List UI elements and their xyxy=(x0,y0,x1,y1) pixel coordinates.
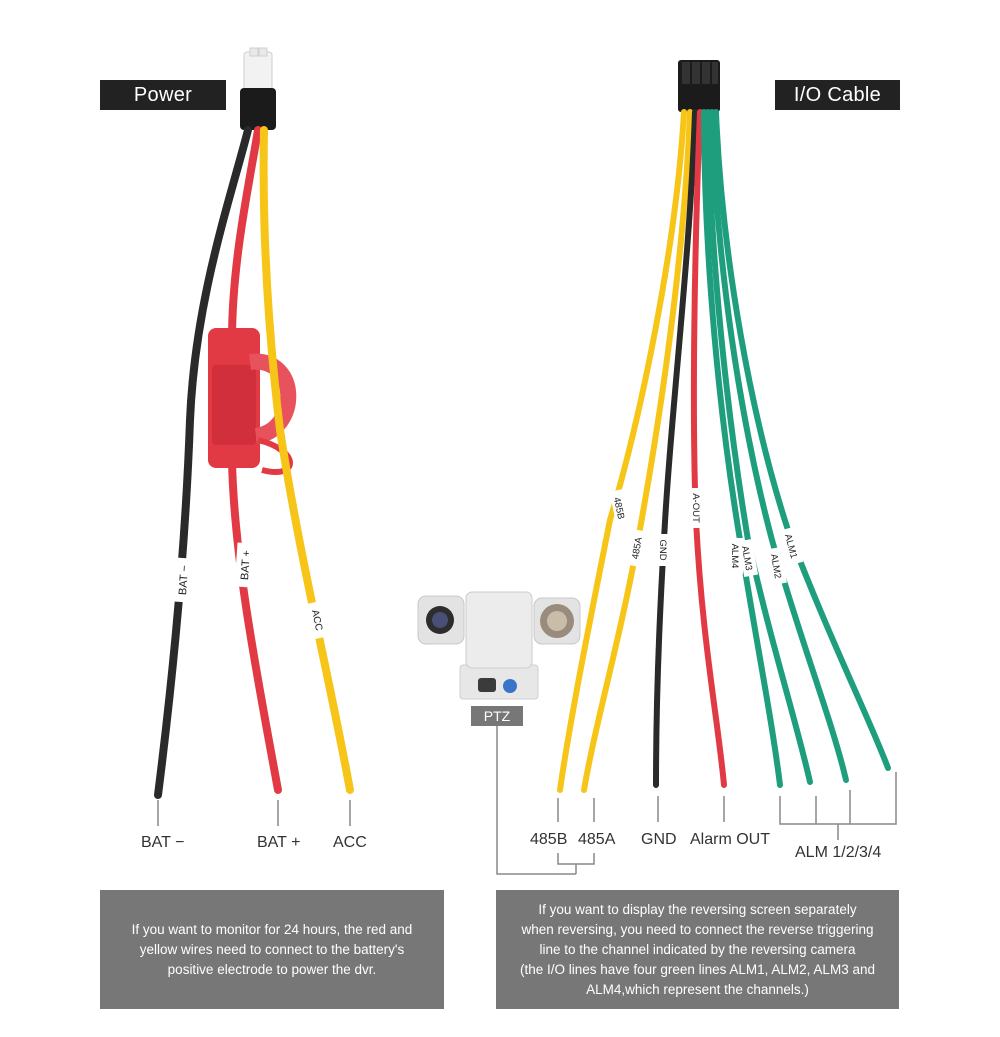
wire-tag-alm3: ALM3 xyxy=(737,539,759,577)
wire-tag-acc: ACC xyxy=(306,600,330,640)
yellow-wire-485a xyxy=(581,109,693,793)
wire-tag-bat-plus: BAT + xyxy=(234,542,254,588)
wire-tag-alm2-text: ALM2 xyxy=(768,553,783,579)
yellow-wire-485b xyxy=(557,109,687,793)
label-bat-plus: BAT + xyxy=(257,834,301,851)
io-cable-note: If you want to display the reversing scr… xyxy=(496,890,899,1009)
wire-tag-485b: 485B xyxy=(609,488,631,528)
green-wire-alm4 xyxy=(701,109,783,788)
wire-tag-alm1: ALM1 xyxy=(780,526,804,566)
green-wire-alm1 xyxy=(713,109,891,771)
wire-tag-485a: 485A xyxy=(625,529,647,567)
wire-tag-bat-minus-text: BAT − xyxy=(177,565,191,596)
label-alarm-out: Alarm OUT xyxy=(690,831,770,848)
wire-tag-alm4-text: ALM4 xyxy=(729,544,740,569)
io-connector xyxy=(678,60,720,112)
wire-tag-gnd-text: GND xyxy=(657,539,668,560)
power-cable-title: Power Cable xyxy=(100,80,226,136)
fuse-holder xyxy=(208,328,297,475)
ptz-camera xyxy=(417,591,581,700)
label-485a: 485A xyxy=(578,831,616,848)
io-cable-note-text: If you want to display the reversing scr… xyxy=(520,901,875,997)
power-leader-lines xyxy=(157,800,351,826)
label-485b: 485B xyxy=(530,831,568,848)
wire-tag-alm3-text: ALM3 xyxy=(739,545,754,571)
wire-tag-aout: A-OUT xyxy=(690,488,704,528)
black-wire-bat-minus xyxy=(154,126,252,799)
wire-tag-aout-text: A-OUT xyxy=(690,493,701,523)
wire-tag-gnd: GND xyxy=(657,534,671,566)
ptz-label: PTZ xyxy=(471,706,523,726)
wire-tag-bat-plus-text: BAT + xyxy=(239,550,253,581)
io-leader-lines xyxy=(496,726,897,875)
wire-tag-bat-minus: BAT − xyxy=(172,557,192,603)
label-alm-1-2-3-4: ALM 1/2/3/4 xyxy=(795,844,882,861)
power-cable-note-text: If you want to monitor for 24 hours, the… xyxy=(131,921,413,977)
power-cable-note: If you want to monitor for 24 hours, the… xyxy=(100,890,444,1009)
black-wire-gnd xyxy=(653,109,698,788)
io-cable-title: I/O Cable xyxy=(775,80,900,110)
label-bat-minus: BAT − xyxy=(141,834,185,851)
wire-tag-alm2: ALM2 xyxy=(766,547,788,585)
yellow-wire-acc xyxy=(259,126,354,794)
power-connector xyxy=(240,47,276,130)
wire-tag-485a-text: 485A xyxy=(630,536,645,560)
green-wire-alm3 xyxy=(705,109,813,785)
wire-tag-485b-text: 485B xyxy=(611,496,626,520)
label-acc: ACC xyxy=(333,834,367,851)
green-wire-alm2 xyxy=(709,109,849,783)
wire-tag-acc-text: ACC xyxy=(309,609,324,632)
label-gnd: GND xyxy=(641,831,677,848)
red-wire-bat-plus xyxy=(228,126,282,794)
